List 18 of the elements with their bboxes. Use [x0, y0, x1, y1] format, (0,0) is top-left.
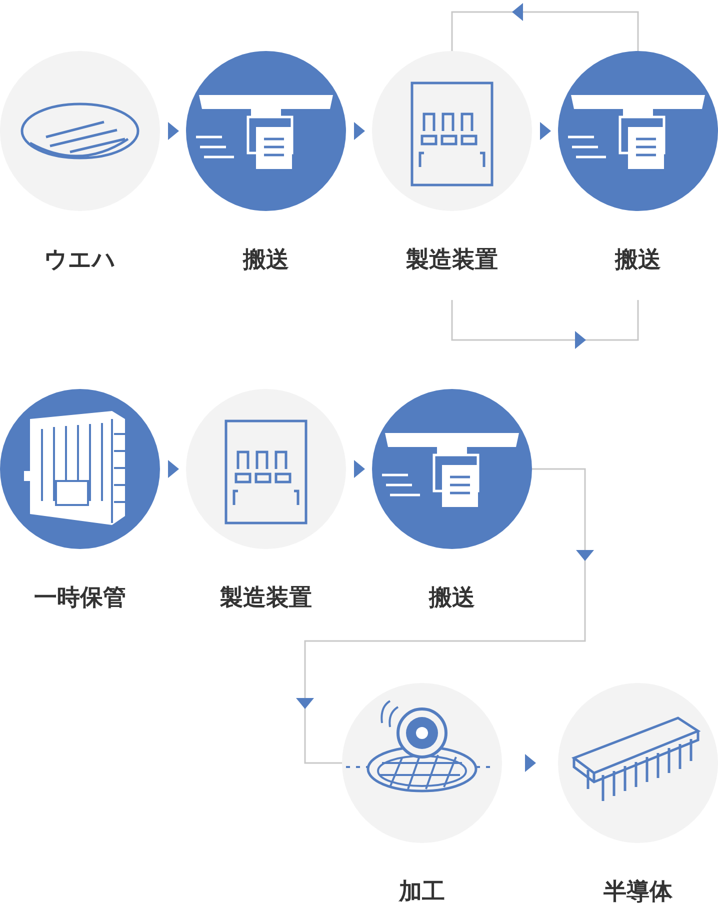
step-label: 搬送	[242, 246, 290, 275]
arrow	[168, 122, 179, 140]
arrow	[354, 122, 365, 140]
step-label: 加工	[398, 878, 446, 907]
step-label: ウエハ	[43, 246, 117, 275]
step-label: 製造装置	[405, 246, 499, 275]
step-label: 搬送	[614, 246, 662, 275]
arrow	[525, 754, 536, 772]
arrow	[296, 468, 594, 764]
arrow	[354, 460, 365, 478]
arrow	[168, 460, 179, 478]
arrow	[451, 3, 639, 51]
arrow	[540, 122, 551, 140]
step-label: 製造装置	[219, 584, 313, 613]
step-label: 搬送	[428, 584, 476, 613]
step-label: 半導体	[602, 878, 674, 907]
arrow	[451, 300, 639, 349]
step-label: 一時保管	[33, 584, 127, 613]
